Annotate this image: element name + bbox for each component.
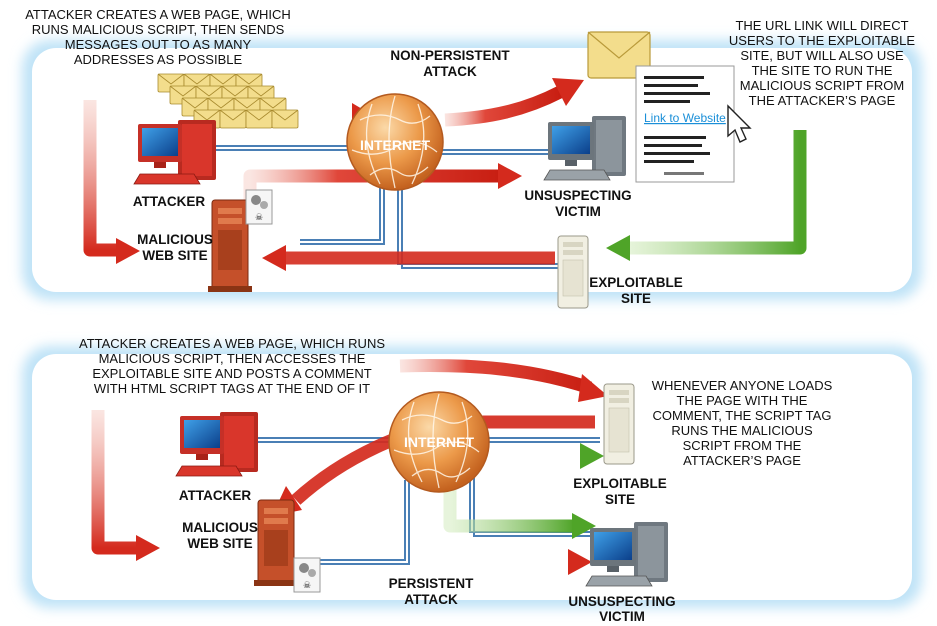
internet-label-bottom: INTERNET (404, 434, 474, 450)
svg-text:EXPLOITABLE: EXPLOITABLE (589, 275, 683, 290)
mouse-cursor-icon (727, 104, 752, 143)
svg-text:MALICIOUS: MALICIOUS (137, 232, 213, 247)
svg-text:WHENEVER ANYONE LOADS: WHENEVER ANYONE LOADS (652, 378, 833, 393)
svg-text:COMMENT, THE SCRIPT TAG: COMMENT, THE SCRIPT TAG (653, 408, 832, 423)
svg-text:EXPLOITABLE: EXPLOITABLE (573, 476, 667, 491)
malicious-site-label-bottom: MALICIOUS WEB SITE (182, 520, 258, 551)
svg-text:SITE: SITE (621, 291, 651, 306)
arrow-attacker-post-comment (399, 359, 593, 395)
non-persistent-attack-title: NON-PERSISTENT ATTACK (390, 48, 510, 79)
svg-text:THE PAGE WITH THE: THE PAGE WITH THE (677, 393, 808, 408)
svg-text:RUNS THE MALICIOUS: RUNS THE MALICIOUS (671, 423, 813, 438)
svg-text:MESSAGES OUT TO AS MANY: MESSAGES OUT TO AS MANY (65, 37, 252, 52)
internet-globe-bottom: INTERNET (388, 391, 490, 493)
top-url-caption: THE URL LINK WILL DIRECT USERS TO THE EX… (729, 18, 915, 108)
top-green-arrow (606, 130, 807, 261)
svg-text:ATTACK: ATTACK (423, 64, 477, 79)
victim-label-bottom: UNSUSPECTING VICTIM (568, 594, 675, 624)
envelope-icon (219, 109, 247, 129)
svg-text:SCRIPT FROM THE: SCRIPT FROM THE (683, 438, 802, 453)
svg-text:EXPLOITABLE SITE AND POSTS A C: EXPLOITABLE SITE AND POSTS A COMMENT (92, 366, 371, 381)
attacker-computer-bottom (175, 412, 258, 477)
svg-text:ATTACKER CREATES A WEB PAGE, W: ATTACKER CREATES A WEB PAGE, WHICH RUNS (79, 336, 385, 351)
svg-text:USERS TO THE EXPLOITABLE: USERS TO THE EXPLOITABLE (729, 33, 915, 48)
svg-text:MALICIOUS SCRIPT, THEN ACCESSE: MALICIOUS SCRIPT, THEN ACCESSES THE (99, 351, 366, 366)
victim-label-top: UNSUSPECTING VICTIM (524, 188, 631, 219)
arrow-attacker-to-malicious-site-bottom (91, 410, 138, 555)
svg-text:☠: ☠ (303, 580, 311, 590)
internet-label-top: INTERNET (360, 137, 430, 153)
envelope-icon (271, 109, 299, 129)
envelope-icon (245, 109, 273, 129)
exploitable-site-label-bottom: EXPLOITABLE SITE (573, 476, 667, 507)
internet-globe-top: INTERNET (346, 93, 444, 191)
svg-text:WITH HTML SCRIPT TAGS AT THE E: WITH HTML SCRIPT TAGS AT THE END OF IT (94, 381, 370, 396)
exploitable-site-server-top (557, 235, 589, 309)
svg-text:VICTIM: VICTIM (599, 609, 645, 624)
svg-text:THE SITE TO RUN THE: THE SITE TO RUN THE (752, 63, 893, 78)
svg-text:MALICIOUS: MALICIOUS (182, 520, 258, 535)
attacker-label-top: ATTACKER (133, 194, 205, 209)
svg-text:THE ATTACKER’S PAGE: THE ATTACKER’S PAGE (749, 93, 896, 108)
svg-text:☠: ☠ (255, 212, 263, 222)
svg-text:WEB SITE: WEB SITE (142, 248, 207, 263)
arrow-internet-to-victim (443, 482, 574, 533)
gears-document-icon-bottom: ☠ (293, 557, 321, 593)
arrow-email-link-to-exploitable-site (628, 130, 807, 255)
bottom-comment-caption: WHENEVER ANYONE LOADS THE PAGE WITH THE … (652, 378, 833, 468)
email-envelope-icon (587, 31, 651, 79)
persistent-attack-title: PERSISTENT ATTACK (389, 576, 475, 607)
arrowhead-malicious-site-top (116, 238, 140, 264)
arrow-internet-to-user-email (444, 86, 563, 127)
svg-text:SITE, BUT WILL ALSO USE: SITE, BUT WILL ALSO USE (740, 48, 904, 63)
svg-text:RUNS MALICIOUS SCRIPT, THEN SE: RUNS MALICIOUS SCRIPT, THEN SENDS (32, 22, 285, 37)
svg-text:WEB SITE: WEB SITE (187, 536, 252, 551)
svg-text:SITE: SITE (605, 492, 635, 507)
gears-document-icon: ☠ (245, 189, 273, 225)
top-attacker-caption: ATTACKER CREATES A WEB PAGE, WHICH RUNS … (25, 7, 291, 67)
bottom-green-arrows (443, 443, 604, 539)
exploitable-site-label-top: EXPLOITABLE SITE (589, 275, 683, 306)
attacker-computer-top (133, 120, 216, 185)
malicious-web-site-server-top: ☠ (208, 189, 273, 292)
svg-text:ADDRESSES AS POSSIBLE: ADDRESSES AS POSSIBLE (74, 52, 243, 67)
svg-text:ATTACK: ATTACK (404, 592, 458, 607)
malicious-web-site-server-bottom: ☠ (254, 499, 321, 593)
svg-text:THE URL LINK WILL DIRECT: THE URL LINK WILL DIRECT (735, 18, 908, 33)
svg-text:ATTACKER’S PAGE: ATTACKER’S PAGE (683, 453, 801, 468)
svg-text:UNSUSPECTING: UNSUSPECTING (524, 188, 631, 203)
email-link-text[interactable]: Link to Website (644, 111, 726, 125)
exploitable-site-server-bottom (603, 383, 635, 465)
email-message-popup: Link to Website (635, 65, 752, 183)
arrow-attacker-to-malicious-site-top (83, 100, 118, 257)
svg-text:PERSISTENT: PERSISTENT (389, 576, 475, 591)
email-envelope-stack (157, 73, 299, 129)
attacker-label-bottom: ATTACKER (179, 488, 251, 503)
svg-text:ATTACKER CREATES A WEB PAGE, W: ATTACKER CREATES A WEB PAGE, WHICH (25, 7, 291, 22)
malicious-site-label-top: MALICIOUS WEB SITE (137, 232, 213, 263)
svg-text:VICTIM: VICTIM (555, 204, 601, 219)
bottom-attacker-caption: ATTACKER CREATES A WEB PAGE, WHICH RUNS … (79, 336, 385, 396)
svg-text:NON-PERSISTENT: NON-PERSISTENT (390, 48, 510, 63)
svg-text:UNSUSPECTING: UNSUSPECTING (568, 594, 675, 609)
svg-text:MALICIOUS SCRIPT FROM: MALICIOUS SCRIPT FROM (740, 78, 904, 93)
victim-computer-top (543, 116, 626, 181)
victim-computer-bottom (585, 522, 668, 587)
